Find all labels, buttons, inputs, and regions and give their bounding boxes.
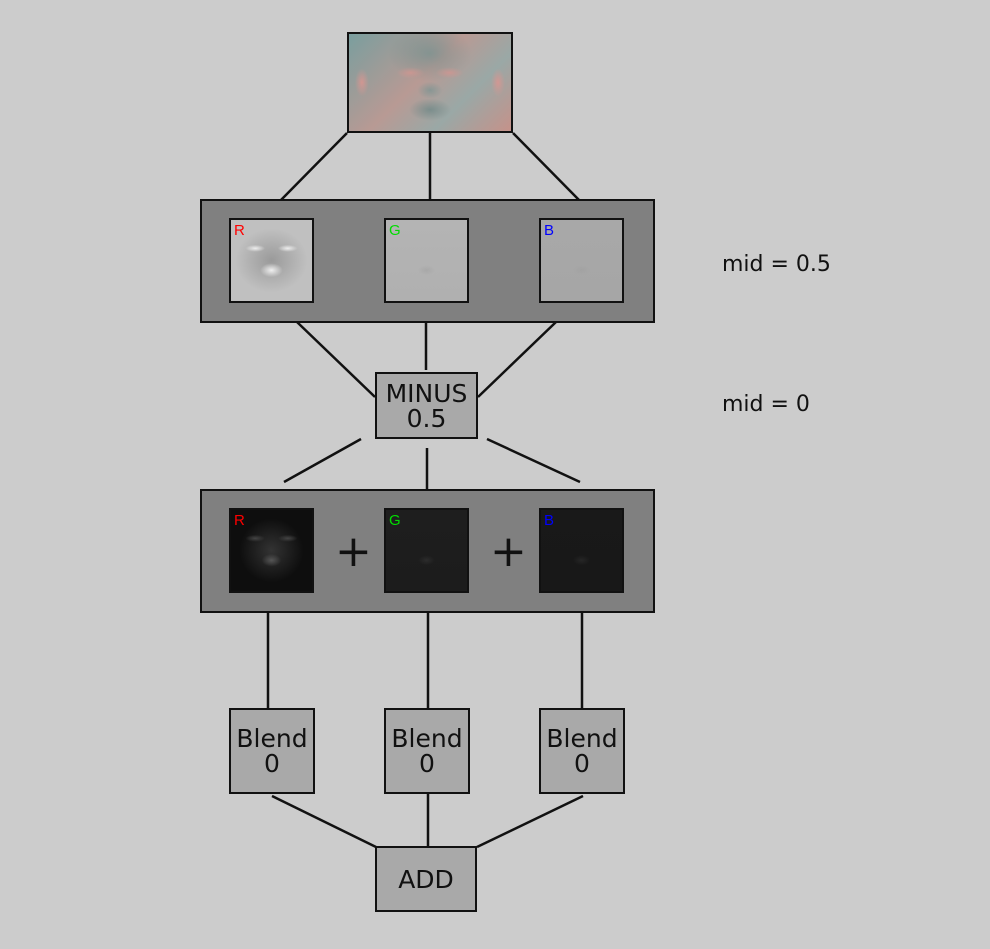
- mid-note-stage1: mid = 0.5: [722, 252, 831, 277]
- connector-blend-right-to-add: [476, 794, 584, 849]
- mid-note-stage2: mid = 0: [722, 392, 810, 417]
- minus-node-label: MINUS: [385, 378, 468, 408]
- channel-label-b: B: [544, 222, 555, 239]
- channel-label-b: B: [544, 512, 555, 529]
- channel-label-g: G: [389, 222, 401, 239]
- blue-channel-centered-thumbnail: B: [539, 508, 624, 593]
- red-channel-centered-thumbnail: R: [229, 508, 314, 593]
- connector-source-to-panel1-right: [512, 132, 580, 201]
- source-face-image: [347, 32, 513, 133]
- blue-channel-thumbnail: B: [539, 218, 624, 303]
- blend-node-r: Blend 0: [229, 708, 315, 794]
- connector-panel1-to-minus-right: [477, 321, 557, 398]
- channel-label-r: R: [234, 222, 245, 239]
- connector-minus-to-panel2-right: [486, 437, 581, 484]
- blend-node-g: Blend 0: [384, 708, 470, 794]
- channel-label-g: G: [389, 512, 401, 529]
- blend-node-b: Blend 0: [539, 708, 625, 794]
- add-node: ADD: [375, 846, 477, 912]
- blend-node-value: 0: [419, 749, 435, 778]
- blend-node-label: Blend: [546, 724, 618, 753]
- blend-node-label: Blend: [391, 724, 463, 753]
- connector-source-to-panel1-left: [280, 132, 348, 201]
- add-node-label: ADD: [398, 864, 454, 894]
- blend-node-label: Blend: [236, 724, 308, 753]
- blend-node-value: 0: [264, 749, 280, 778]
- connector-minus-to-panel2-left: [283, 437, 362, 484]
- green-channel-thumbnail: G: [384, 218, 469, 303]
- minus-node-value: 0.5: [406, 403, 447, 433]
- connector-panel1-to-minus-left: [296, 321, 376, 398]
- green-channel-centered-thumbnail: G: [384, 508, 469, 593]
- blend-node-value: 0: [574, 749, 590, 778]
- plus-operator: +: [490, 526, 527, 577]
- plus-operator: +: [335, 526, 372, 577]
- minus-node: MINUS 0.5: [375, 372, 478, 439]
- connector-blend-left-to-add: [271, 794, 377, 849]
- channel-label-r: R: [234, 512, 245, 529]
- red-channel-thumbnail: R: [229, 218, 314, 303]
